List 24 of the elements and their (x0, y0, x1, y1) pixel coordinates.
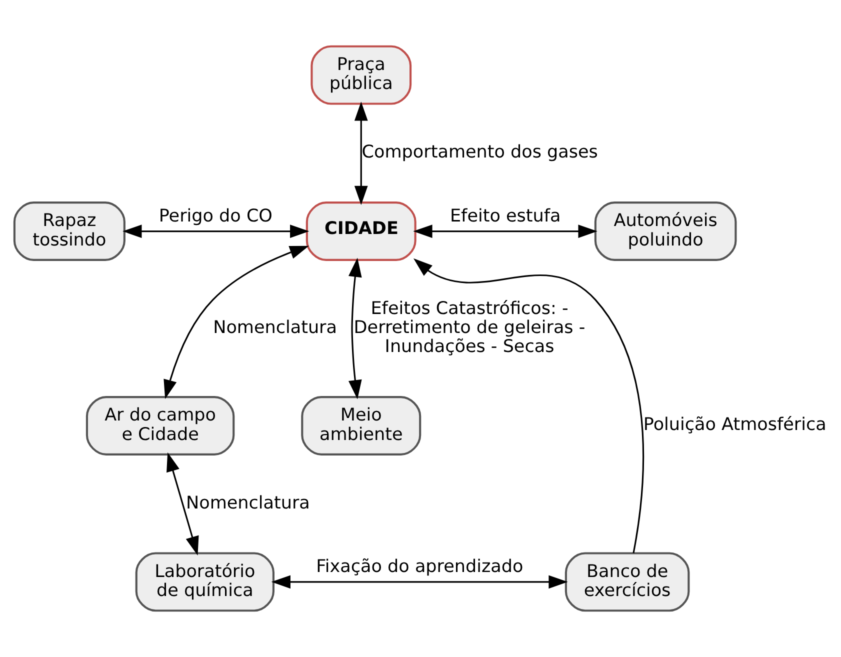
node-box: Rapaz tossindo (13, 202, 126, 261)
arrow (413, 224, 598, 238)
node-box: Meio ambiente (301, 396, 422, 456)
node-box: Banco de exercícios (564, 552, 690, 612)
node-box: CIDADE (306, 202, 416, 261)
edge-label: Comportamento dos gases (362, 142, 598, 163)
node-box: Praça pública (310, 45, 412, 105)
edge-label: Nomenclatura (186, 493, 310, 514)
node-box: Laboratório de química (135, 552, 274, 612)
arrow (164, 246, 309, 399)
arrow (348, 258, 362, 400)
arrow (166, 452, 199, 556)
arrow (354, 102, 368, 205)
node-box: Automóveis poluindo (594, 202, 737, 261)
edge-label: Perigo do CO (158, 206, 272, 226)
arrow (271, 575, 568, 589)
edge-label: Poluição Atmosférica (643, 415, 826, 436)
edge-label: Efeito estufa (450, 206, 561, 226)
edge-label: Efeitos Catastróficos: - Derretimento de geleiras - Inundações - Secas (354, 298, 586, 358)
node-box: Ar do campo e Cidade (86, 396, 235, 456)
arrow (413, 258, 644, 554)
edge-label: Nomenclatura (213, 318, 338, 338)
edge-label: Fixação do aprendizado (316, 557, 524, 578)
arrow (122, 224, 310, 238)
